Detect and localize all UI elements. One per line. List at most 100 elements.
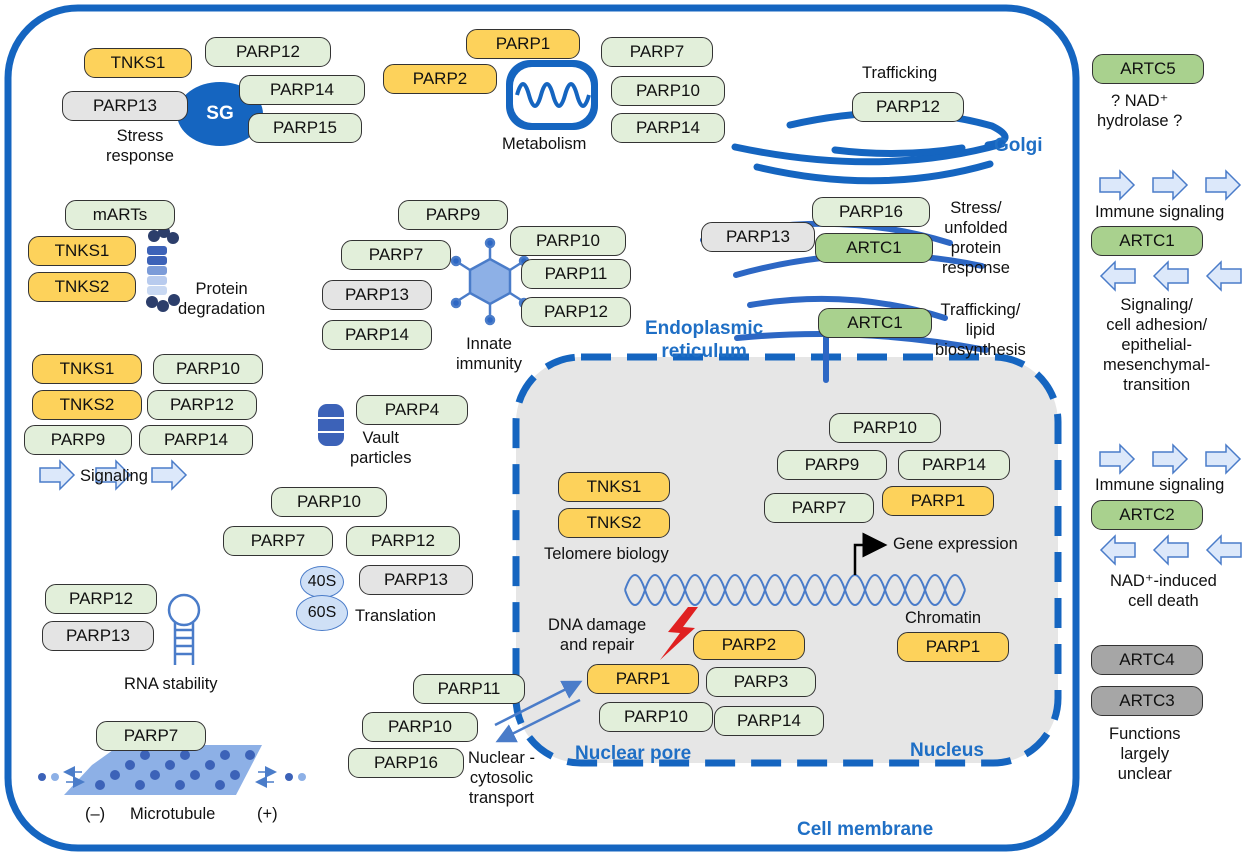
protein-parp16: PARP16 xyxy=(812,197,930,227)
protein-tnks1: TNKS1 xyxy=(558,472,670,502)
label-signaling-adhesion-emt: Signaling/ cell adhesion/ epithelial- me… xyxy=(1103,296,1211,394)
protein-parp10: PARP10 xyxy=(510,226,626,256)
protein-parp7: PARP7 xyxy=(223,526,333,556)
protein-tnks1: TNKS1 xyxy=(32,354,142,384)
label-translation: Translation xyxy=(355,607,437,625)
proteasome-icon xyxy=(146,226,180,312)
protein-parp12: PARP12 xyxy=(852,92,964,122)
immune-signaling-arrows-2 xyxy=(1099,443,1242,475)
protein-tnks1: TNKS1 xyxy=(28,236,136,266)
innate-immunity-hexagon-icon xyxy=(450,237,530,326)
protein-parp14: PARP14 xyxy=(322,320,432,350)
protein-parp10: PARP10 xyxy=(153,354,263,384)
protein-tnks2: TNKS2 xyxy=(28,272,136,302)
label-stress-response: Stress response xyxy=(106,127,174,165)
protein-parp14: PARP14 xyxy=(714,706,824,736)
ribosome-60s: 60S xyxy=(296,595,348,631)
protein-parp12: PARP12 xyxy=(521,297,631,327)
immune-signaling-arrows-1 xyxy=(1099,169,1242,201)
label-nuclear-pore: Nuclear pore xyxy=(575,743,692,764)
label-microtubule-minus: (–) xyxy=(85,805,106,823)
protein-parp13: PARP13 xyxy=(359,565,473,595)
label-chromatin: Chromatin xyxy=(905,609,982,627)
mitochondrion-icon xyxy=(506,60,598,130)
protein-artc4: ARTC4 xyxy=(1091,645,1203,675)
protein-parp16: PARP16 xyxy=(348,748,464,778)
label-telomere-biology: Telomere biology xyxy=(544,545,669,563)
label-nucleus: Nucleus xyxy=(910,740,984,761)
protein-parp13: PARP13 xyxy=(62,91,188,121)
label-rna-stability: RNA stability xyxy=(124,675,218,693)
protein-parp1: PARP1 xyxy=(466,29,580,59)
protein-parp9: PARP9 xyxy=(24,425,132,455)
label-innate-immunity: Innate immunity xyxy=(456,335,523,373)
golgi-icon xyxy=(731,109,1009,185)
protein-parp9: PARP9 xyxy=(398,200,508,230)
protein-parp14: PARP14 xyxy=(898,450,1010,480)
label-trafficking: Trafficking xyxy=(862,64,938,82)
protein-parp13: PARP13 xyxy=(322,280,432,310)
label-endoplasmic-reticulum: Endoplasmic reticulum xyxy=(645,318,764,362)
signaling-adhesion-arrows xyxy=(1099,260,1242,292)
protein-marts: mARTs xyxy=(65,200,175,230)
protein-parp12: PARP12 xyxy=(45,584,157,614)
protein-parp7: PARP7 xyxy=(341,240,451,270)
ribosome-40s: 40S xyxy=(300,566,344,598)
label-dna-damage-repair: DNA damage and repair xyxy=(548,616,647,654)
label-microtubule: Microtubule xyxy=(130,805,216,823)
label-protein-degradation: Protein degradation xyxy=(178,280,266,318)
nuclear-transport-arrows xyxy=(494,680,583,743)
protein-artc1: ARTC1 xyxy=(818,308,932,338)
signaling-arrows xyxy=(39,459,188,491)
cell-death-arrows xyxy=(1099,534,1242,566)
protein-tnks2: TNKS2 xyxy=(32,390,142,420)
protein-parp1: PARP1 xyxy=(882,486,994,516)
dna-helix-icon xyxy=(624,574,966,606)
protein-parp10: PARP10 xyxy=(271,487,387,517)
protein-parp10: PARP10 xyxy=(599,702,713,732)
protein-artc5: ARTC5 xyxy=(1092,54,1204,84)
label-gene-expression: Gene expression xyxy=(893,535,1018,553)
protein-parp2: PARP2 xyxy=(383,64,497,94)
label-nad-hydrolase: ? NAD⁺ hydrolase ? xyxy=(1097,92,1183,130)
protein-tnks2: TNKS2 xyxy=(558,508,670,538)
protein-parp7: PARP7 xyxy=(601,37,713,67)
label-microtubule-plus: (+) xyxy=(257,805,278,823)
protein-parp14: PARP14 xyxy=(611,113,725,143)
protein-tnks1: TNKS1 xyxy=(84,48,192,78)
protein-parp10: PARP10 xyxy=(611,76,725,106)
protein-parp14: PARP14 xyxy=(139,425,253,455)
protein-parp1: PARP1 xyxy=(897,632,1009,662)
label-stress-upr: Stress/ unfolded protein response xyxy=(942,199,1010,277)
protein-parp9: PARP9 xyxy=(777,450,887,480)
protein-artc1: ARTC1 xyxy=(815,233,933,263)
protein-parp14: PARP14 xyxy=(239,75,365,105)
protein-parp10: PARP10 xyxy=(829,413,941,443)
label-nad-induced-cell-death: NAD⁺-induced cell death xyxy=(1110,572,1217,610)
protein-parp3: PARP3 xyxy=(706,667,816,697)
protein-parp7: PARP7 xyxy=(96,721,206,751)
label-nuclear-cytosolic-transport: Nuclear - cytosolic transport xyxy=(468,749,535,807)
microtubule-icon xyxy=(38,745,306,795)
protein-parp12: PARP12 xyxy=(205,37,331,67)
protein-parp10: PARP10 xyxy=(362,712,478,742)
label-metabolism: Metabolism xyxy=(502,135,587,153)
label-functions-unclear: Functions largely unclear xyxy=(1109,725,1181,783)
label-immune-signaling-1: Immune signaling xyxy=(1095,203,1225,221)
protein-parp7: PARP7 xyxy=(764,493,874,523)
protein-parp4: PARP4 xyxy=(356,395,468,425)
protein-parp15: PARP15 xyxy=(248,113,362,143)
vault-particle-icon xyxy=(318,404,344,446)
protein-artc1: ARTC1 xyxy=(1091,226,1203,256)
gene-expression-arrow xyxy=(853,532,888,575)
label-golgi: Golgi xyxy=(994,135,1043,156)
protein-artc3: ARTC3 xyxy=(1091,686,1203,716)
label-cell-membrane: Cell membrane xyxy=(797,819,934,840)
protein-parp11: PARP11 xyxy=(413,674,525,704)
protein-parp1: PARP1 xyxy=(587,664,699,694)
protein-parp11: PARP11 xyxy=(521,259,631,289)
protein-parp2: PARP2 xyxy=(693,630,805,660)
protein-parp12: PARP12 xyxy=(346,526,460,556)
cell-membrane-outline xyxy=(4,4,1080,852)
label-signaling: Signaling xyxy=(80,467,148,485)
